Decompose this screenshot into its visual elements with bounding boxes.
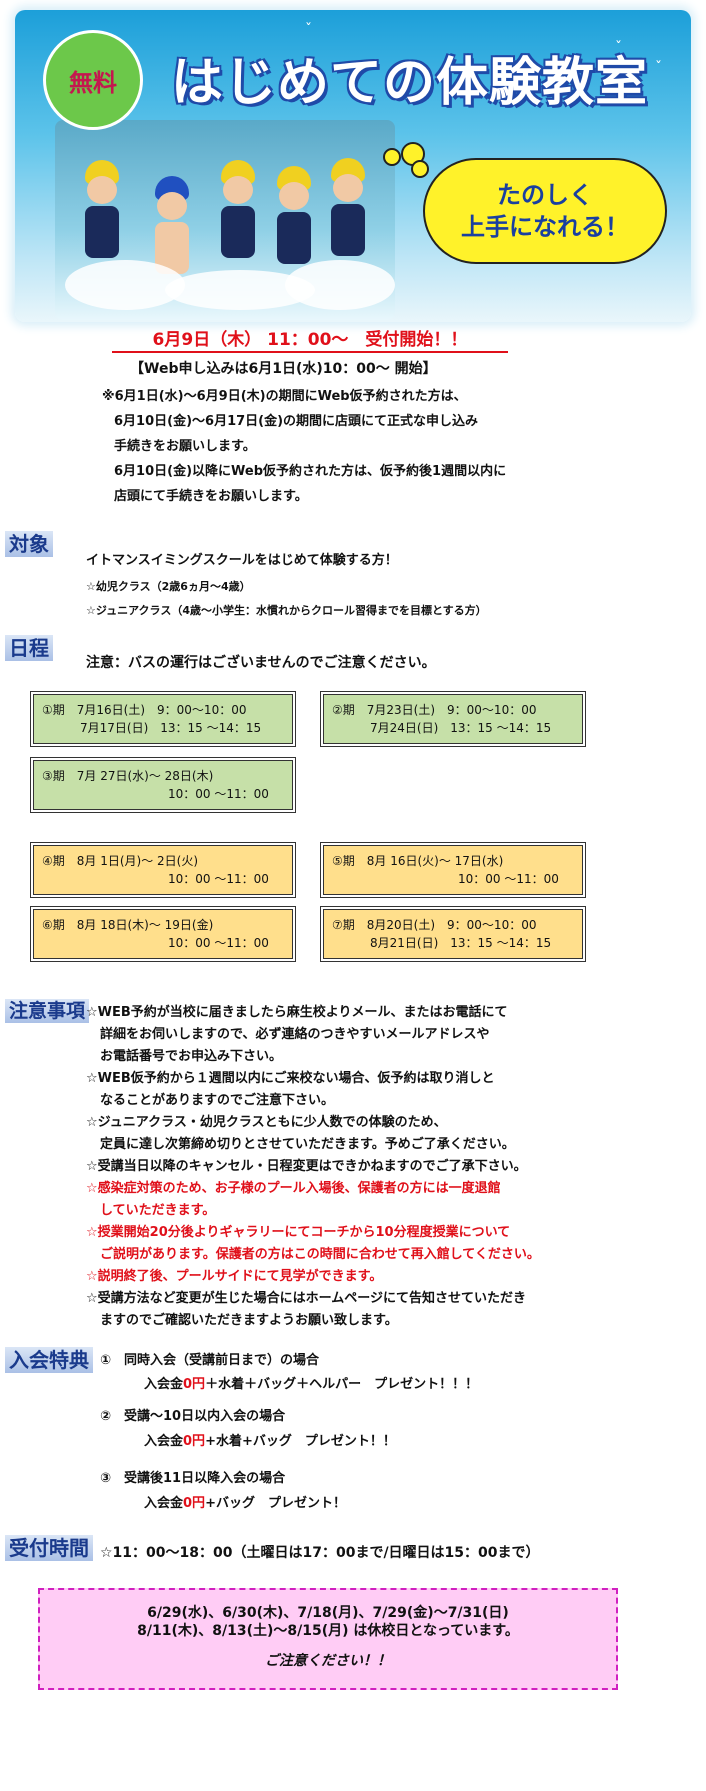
caution-line-5: なることがありますのでご注意下さい。 (100, 1093, 335, 1108)
caution-line-14: ☆受講方法など変更が生じた場合にはホームページにて告知させていただき (86, 1291, 527, 1306)
target-main: イトマンスイミングスクールをはじめて体験する方！ (86, 553, 398, 568)
period-4-line-1: ④期 8月 1日(月)～ 2日(火) (42, 854, 199, 868)
caution-line-9: ☆感染症対策のため、お子様のプール入場後、保護者の方には一度退館 (86, 1181, 501, 1196)
section-header-schedule: 日程 (5, 632, 53, 661)
section-header-hours: 受付時間 (5, 1532, 93, 1561)
section-header-benefits: 入会特典 (5, 1344, 93, 1373)
free-badge: 無料 (43, 30, 143, 130)
caution-line-12: ご説明があります。保護者の方はこの時間に合わせて再入館してください。 (100, 1247, 540, 1262)
period-box-7: ⑦期 8月20日(土) 9：00～10：00 8月21日(日) 13：15 ～1… (320, 906, 586, 962)
caution-line-10: していただきます。 (100, 1203, 216, 1218)
closed-days-caution: ご注意ください！！ (265, 1653, 391, 1669)
caution-line-8: ☆受講当日以降のキャンセル・日程変更はできかねますのでご了承下さい。 (86, 1159, 527, 1174)
intro-note-5: 店頭にて手続きをお願いします。 (114, 489, 308, 504)
benefit-2-detail: 入会金0円+水着+バッグ プレゼント！！ (144, 1434, 396, 1449)
benefit-1-title: ① 同時入会（受講前日まで）の場合 (100, 1353, 320, 1368)
period-1-line-2: 7月17日(日) 13：15 ～14：15 (80, 721, 262, 735)
benefit-1-detail: 入会金0円＋水着＋バッグ＋ヘルパー プレゼント！！！ (144, 1377, 479, 1392)
reception-hours: ☆11：00～18：00（土曜日は17：00まで/日曜日は15：00まで） (100, 1545, 540, 1561)
period-2-line-1: ②期 7月23日(土) 9：00～10：00 (332, 703, 537, 717)
period-box-5: ⑤期 8月 16日(火)～ 17日(水) 10：00 ～11：00 (320, 842, 586, 898)
benefit-3-detail: 入会金0円+バッグ プレゼント！ (144, 1496, 346, 1511)
section-header-cautions: 注意事項 (5, 996, 90, 1023)
benefit-3-title: ③ 受講後11日以降入会の場合 (100, 1471, 286, 1486)
caution-line-2: 詳細をお伺いしますので、必ず連絡のつきやすいメールアドレスや (100, 1027, 490, 1042)
target-item-junior: ☆ジュニアクラス（4歳～小学生：水慣れからクロール習得までを目標とする方） (86, 604, 487, 617)
registration-start-headline: 6月9日（木） 11：00～ 受付開始！！ (112, 325, 508, 353)
section-header-target: 対象 (5, 528, 53, 557)
caution-line-15: ますのでご確認いただきますようお願い致します。 (100, 1313, 398, 1328)
caution-line-1: ☆WEB予約が当校に届きましたら麻生校よりメール、またはお電話にて (86, 1005, 508, 1020)
period-box-6: ⑥期 8月 18日(木)～ 19日(金) 10：00 ～11：00 (30, 906, 296, 962)
schedule-bus-note: 注意：バスの運行はございませんのでご注意ください。 (86, 655, 436, 671)
closed-days-line-2: 8/11(木)、8/13(土)～8/15(月) は休校日となっています。 (137, 1623, 519, 1639)
period-3-line-2: 10：00 ～11：00 (168, 787, 269, 801)
period-box-3: ③期 7月 27日(水)～ 28日(木) 10：00 ～11：00 (30, 757, 296, 813)
closed-days-notice: 6/29(水)、6/30(木)、7/18(月)、7/29(金)～7/31(日) … (38, 1588, 618, 1690)
hero-banner: ˇ ˇ ˇ ˇ 無料 はじめての体験教室 たのしく 上手になれる！ (15, 10, 691, 322)
period-7-line-2: 8月21日(日) 13：15 ～14：15 (370, 936, 552, 950)
period-box-4: ④期 8月 1日(月)～ 2日(火) 10：00 ～11：00 (30, 842, 296, 898)
caution-line-4: ☆WEB仮予約から１週間以内にご来校ない場合、仮予約は取り消しと (86, 1071, 495, 1086)
caution-line-7: 定員に達し次第締め切りとさせていただきます。予めご了承ください。 (100, 1137, 515, 1152)
period-box-2: ②期 7月23日(土) 9：00～10：00 7月24日(日) 13：15 ～1… (320, 691, 586, 747)
period-4-line-2: 10：00 ～11：00 (168, 872, 269, 886)
caution-line-11: ☆授業開始20分後よりギャラリーにてコーチから10分程度授業について (86, 1225, 511, 1240)
swimming-kids-photo (55, 120, 395, 320)
period-6-line-2: 10：00 ～11：00 (168, 936, 269, 950)
slogan-line-2: 上手になれる！ (461, 213, 629, 241)
period-1-line-1: ①期 7月16日(土) 9：00～10：00 (42, 703, 247, 717)
slogan-line-1: たのしく (497, 181, 593, 209)
intro-note-2: 6月10日(金)～6月17日(金)の期間に店頭にて正式な申し込み (114, 414, 479, 429)
period-3-line-1: ③期 7月 27日(水)～ 28日(木) (42, 769, 214, 783)
caution-line-3: お電話番号でお申込み下さい。 (100, 1049, 283, 1064)
slogan-cloud: たのしく 上手になれる！ (423, 158, 667, 264)
intro-note-1: ※6月1日(水)～6月9日(木)の期間にWeb仮予約された方は、 (102, 389, 467, 404)
intro-note-3: 手続きをお願いします。 (114, 439, 256, 454)
intro-note-4: 6月10日(金)以降にWeb仮予約された方は、仮予約後1週間以内に (114, 464, 507, 479)
web-application-notice: 【Web申し込みは6月1日(水)10：00～ 開始】 (130, 361, 437, 377)
closed-days-line-1: 6/29(水)、6/30(木)、7/18(月)、7/29(金)～7/31(日) (147, 1605, 509, 1621)
period-7-line-1: ⑦期 8月20日(土) 9：00～10：00 (332, 918, 537, 932)
period-2-line-2: 7月24日(日) 13：15 ～14：15 (370, 721, 552, 735)
caution-line-6: ☆ジュニアクラス・幼児クラスともに少人数での体験のため、 (86, 1115, 447, 1130)
period-5-line-2: 10：00 ～11：00 (458, 872, 559, 886)
target-item-infant: ☆幼児クラス（2歳6ヵ月～4歳） (86, 580, 251, 593)
period-6-line-1: ⑥期 8月 18日(木)～ 19日(金) (42, 918, 214, 932)
period-5-line-1: ⑤期 8月 16日(火)～ 17日(水) (332, 854, 504, 868)
banner-title: はじめての体験教室 (171, 53, 649, 113)
benefit-2-title: ② 受講～10日以内入会の場合 (100, 1409, 286, 1424)
period-box-1: ①期 7月16日(土) 9：00～10：00 7月17日(日) 13：15 ～1… (30, 691, 296, 747)
caution-line-13: ☆説明終了後、プールサイドにて見学ができます。 (86, 1269, 383, 1284)
